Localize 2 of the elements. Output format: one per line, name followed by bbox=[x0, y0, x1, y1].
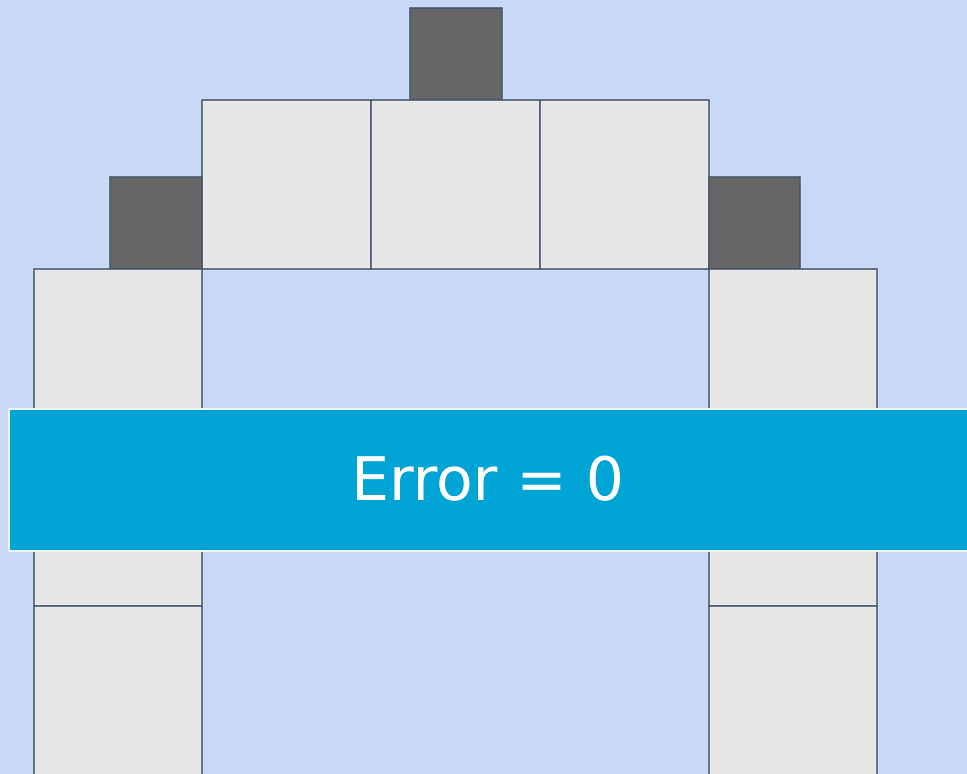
banner-text: Error = 0 bbox=[351, 445, 624, 515]
banner bbox=[8, 408, 967, 552]
